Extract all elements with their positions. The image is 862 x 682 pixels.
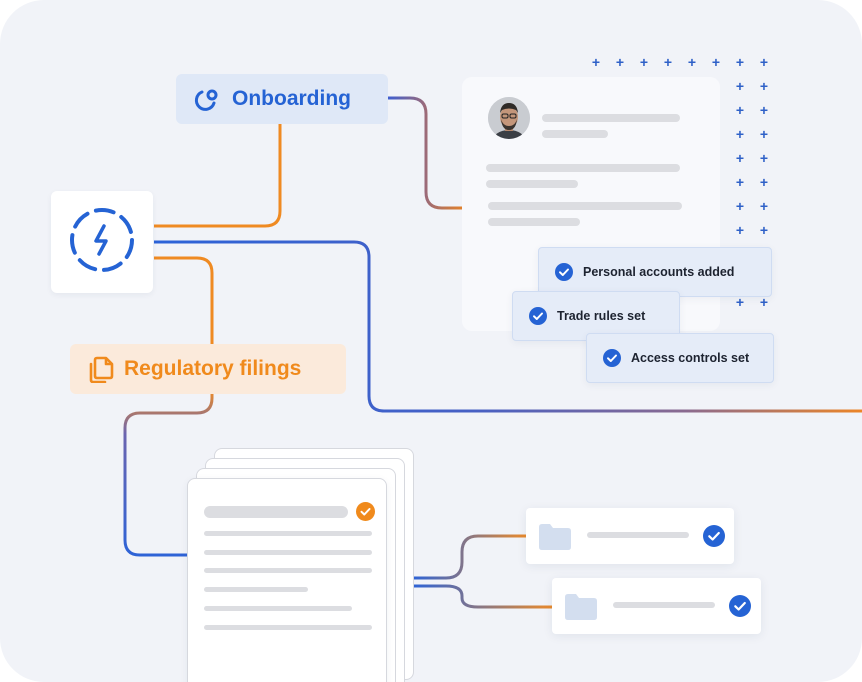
- plus-mark: +: [735, 78, 745, 94]
- check-circle-icon: [555, 263, 573, 281]
- check-circle-icon: [603, 349, 621, 367]
- folder-icon: [565, 594, 597, 625]
- plus-mark: +: [759, 78, 769, 94]
- plus-mark: +: [759, 222, 769, 238]
- check-circle-icon: [703, 525, 725, 552]
- check-item-personal-accounts: Personal accounts added: [538, 247, 772, 297]
- plus-mark: +: [591, 54, 601, 70]
- plus-mark: +: [615, 54, 625, 70]
- document-front: [187, 478, 387, 682]
- plus-mark: +: [735, 222, 745, 238]
- plus-mark: +: [735, 126, 745, 142]
- plus-mark: +: [735, 150, 745, 166]
- plus-mark: +: [759, 294, 769, 310]
- plus-mark: +: [759, 54, 769, 70]
- regulatory-filings-tag: Regulatory filings: [70, 344, 346, 394]
- orange-check-icon: [356, 502, 375, 526]
- placeholder-line: [204, 568, 372, 573]
- plus-mark: +: [759, 150, 769, 166]
- user-avatar: [488, 97, 530, 139]
- placeholder-line: [204, 550, 372, 555]
- plus-mark: +: [759, 198, 769, 214]
- plus-mark: +: [663, 54, 673, 70]
- placeholder-line: [488, 202, 682, 210]
- plus-mark: +: [759, 126, 769, 142]
- folder-icon: [539, 524, 571, 555]
- plus-mark: +: [759, 102, 769, 118]
- plus-mark: +: [735, 54, 745, 70]
- placeholder-line: [486, 180, 578, 188]
- onboarding-label: Onboarding: [232, 87, 351, 110]
- check-circle-icon: [729, 595, 751, 622]
- plus-mark: +: [735, 294, 745, 310]
- placeholder-line: [613, 602, 715, 608]
- placeholder-line: [204, 625, 372, 630]
- document-copy-icon: [88, 355, 114, 383]
- file-card: [526, 508, 734, 564]
- onboarding-icon: [194, 86, 220, 112]
- onboarding-tag: Onboarding: [176, 74, 388, 124]
- plus-mark: +: [759, 174, 769, 190]
- placeholder-line: [542, 130, 608, 138]
- plus-mark: +: [735, 102, 745, 118]
- placeholder-line: [488, 218, 580, 226]
- placeholder-line: [204, 506, 348, 518]
- check-label: Access controls set: [631, 351, 750, 365]
- lightning-icon: [68, 206, 136, 279]
- regulatory-filings-label: Regulatory filings: [124, 357, 302, 380]
- placeholder-line: [204, 606, 352, 611]
- placeholder-line: [486, 164, 680, 172]
- check-label: Personal accounts added: [583, 265, 735, 279]
- plus-mark: +: [711, 54, 721, 70]
- plus-mark: +: [735, 174, 745, 190]
- placeholder-line: [204, 531, 372, 536]
- hub-node: [51, 191, 153, 293]
- placeholder-line: [587, 532, 689, 538]
- plus-mark: +: [735, 198, 745, 214]
- plus-mark: +: [687, 54, 697, 70]
- placeholder-line: [204, 587, 308, 592]
- check-circle-icon: [529, 307, 547, 325]
- check-item-access-controls: Access controls set: [586, 333, 774, 383]
- file-card: [552, 578, 761, 634]
- check-label: Trade rules set: [557, 309, 646, 323]
- plus-mark: +: [639, 54, 649, 70]
- placeholder-line: [542, 114, 680, 122]
